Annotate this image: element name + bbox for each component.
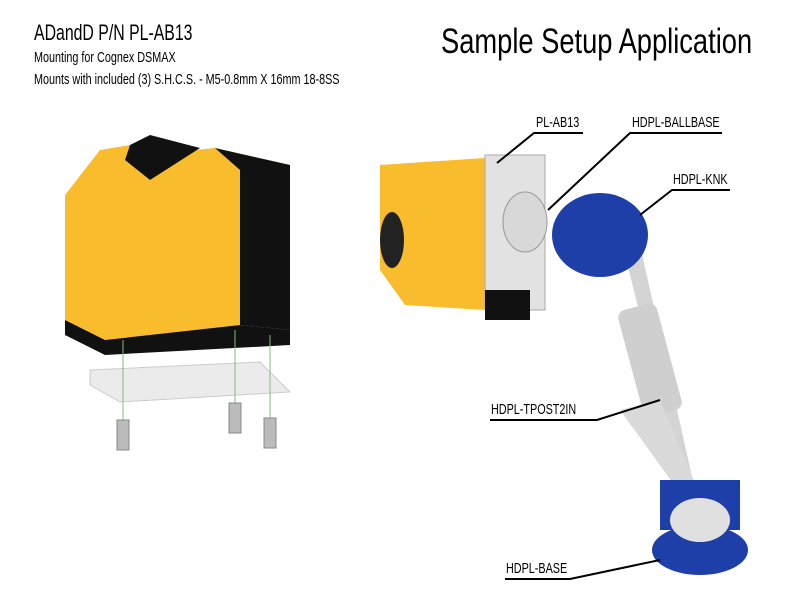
callout-ballbase: HDPL-BALLBASE — [632, 114, 720, 131]
callout-base: HDPL-BASE — [506, 560, 568, 577]
callout-knuckle: HDPL-KNK — [673, 171, 728, 188]
page-title: Sample Setup Application — [441, 22, 753, 61]
hardware-note: Mounts with included (3) S.H.C.S. - M5-0… — [34, 71, 340, 88]
callout-leaders — [490, 132, 730, 580]
description: Mounting for Cognex DSMAX — [34, 49, 176, 66]
exploded-camera-view — [65, 135, 292, 451]
setup-application-view — [380, 154, 748, 575]
part-number: ADandD P/N PL-AB13 — [34, 20, 193, 45]
callout-post: HDPL-TPOST2IN — [491, 401, 577, 418]
callout-plate: PL-AB13 — [536, 114, 580, 131]
